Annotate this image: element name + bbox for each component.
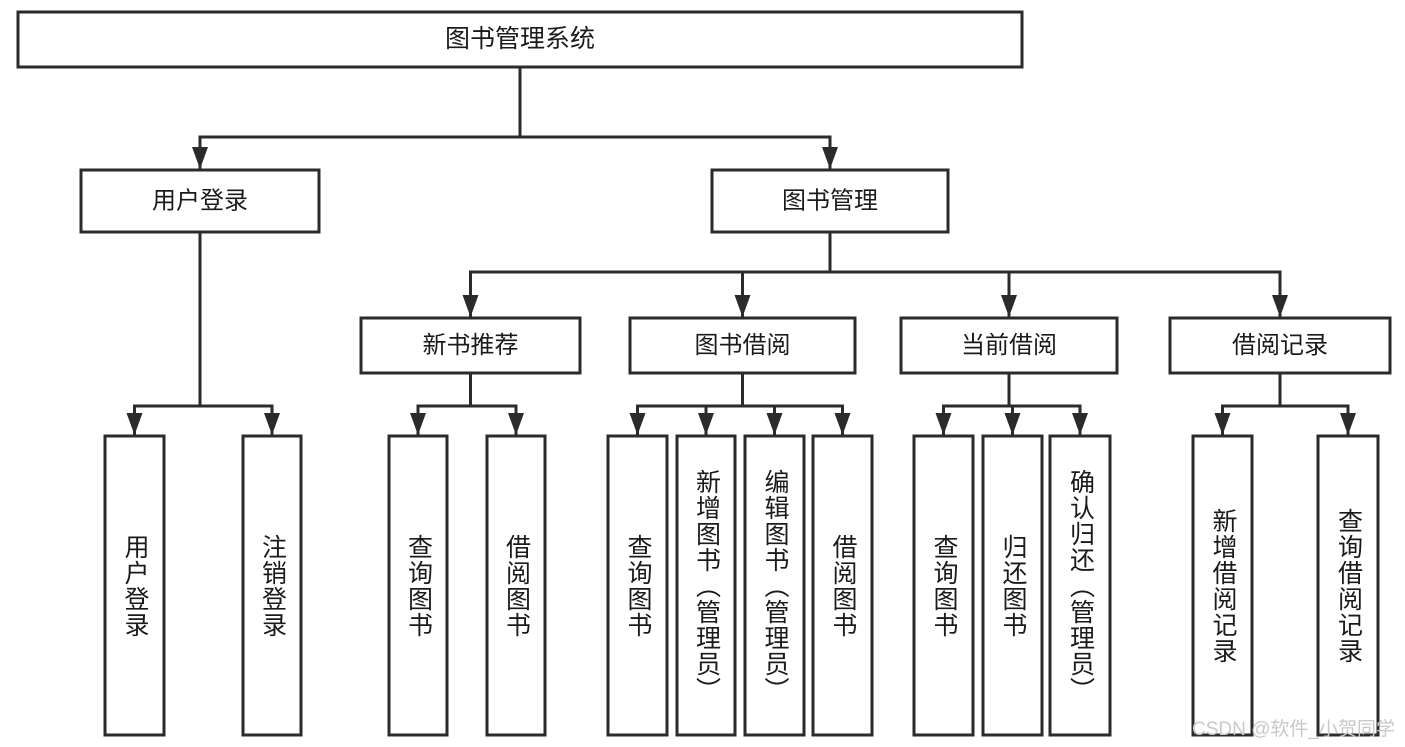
node-book-manage-label: 图书管理 xyxy=(782,187,878,214)
node-book-manage-rect[interactable] xyxy=(710,168,950,234)
connector-book-borrow-to-leaf-borrow-book-2 xyxy=(742,404,844,435)
node-current-borrow-rect[interactable] xyxy=(899,316,1119,375)
node-new-book-rec-rect[interactable] xyxy=(359,316,582,375)
node-user-login[interactable]: 用户登录 xyxy=(79,168,321,234)
node-borrow-record-label: 借阅记录 xyxy=(1232,332,1328,359)
connector-new-book-rec-to-leaf-borrow-book-1 xyxy=(470,404,518,435)
arrow-head-to-leaf-borrow-book-2 xyxy=(834,413,851,435)
connector-borrow-record-to-leaf-query-record xyxy=(1280,404,1350,435)
node-book-borrow-rect[interactable] xyxy=(628,316,857,375)
node-leaf-query-book-1[interactable] xyxy=(387,434,449,737)
arrow-head-to-leaf-borrow-book-1 xyxy=(508,413,524,435)
connector-book-manage-to-current-borrow xyxy=(830,270,1011,317)
connector-borrow-record-to-leaf-add-record xyxy=(1221,404,1280,435)
node-user-login-label: 用户登录 xyxy=(152,187,248,214)
node-book-borrow-label: 图书借阅 xyxy=(695,332,791,359)
arrow-head-to-leaf-query-record xyxy=(1340,413,1356,435)
node-root-rect[interactable] xyxy=(16,10,1024,69)
connector-root-to-user-login xyxy=(198,135,520,169)
node-borrow-record-rect[interactable] xyxy=(1168,316,1392,375)
node-leaf-query-record-rect[interactable] xyxy=(1316,434,1380,737)
node-current-borrow-label: 当前借阅 xyxy=(961,332,1057,359)
node-leaf-confirm-return-rect[interactable] xyxy=(1048,434,1112,737)
connector-book-borrow-to-leaf-add-book xyxy=(704,404,743,435)
arrow-head-to-leaf-confirm-return xyxy=(1072,413,1088,435)
arrow-head-to-leaf-query-book-3 xyxy=(935,413,952,435)
node-leaf-user-login-rect[interactable] xyxy=(103,434,166,737)
arrow-head-to-leaf-query-book-1 xyxy=(410,413,426,435)
node-leaf-query-book-2-rect[interactable] xyxy=(606,434,669,737)
node-book-manage[interactable]: 图书管理 xyxy=(710,168,950,234)
node-leaf-query-book-3[interactable] xyxy=(912,434,975,737)
connector-current-borrow-to-leaf-confirm-return xyxy=(1009,404,1082,435)
arrow-head-to-user-login xyxy=(192,147,208,169)
node-new-book-rec-label: 新书推荐 xyxy=(423,332,519,359)
connector-book-borrow-to-leaf-query-book-2 xyxy=(636,404,743,435)
connector-user-login-to-leaf-logout xyxy=(200,404,274,435)
node-root[interactable]: 图书管理系统 xyxy=(16,10,1024,69)
node-leaf-logout[interactable] xyxy=(241,434,303,737)
node-leaf-borrow-book-1-rect[interactable] xyxy=(485,434,547,737)
node-leaf-query-record[interactable] xyxy=(1316,434,1380,737)
node-user-login-rect[interactable] xyxy=(79,168,321,234)
node-leaf-return-book-rect[interactable] xyxy=(981,434,1044,737)
connector-current-borrow-to-leaf-query-book-3 xyxy=(942,404,1009,435)
node-leaf-query-book-1-rect[interactable] xyxy=(387,434,449,737)
arrow-head-to-leaf-logout xyxy=(264,413,280,435)
node-leaf-borrow-book-2-rect[interactable] xyxy=(811,434,874,737)
node-leaf-edit-book-rect[interactable] xyxy=(743,434,806,737)
arrow-head-to-leaf-query-book-2 xyxy=(629,413,646,435)
arrow-head-to-leaf-user-login xyxy=(126,413,143,435)
node-leaf-borrow-book-2[interactable] xyxy=(811,434,874,737)
node-leaf-user-login[interactable] xyxy=(103,434,166,737)
arrow-head-to-leaf-add-record xyxy=(1214,413,1231,435)
node-leaf-edit-book[interactable] xyxy=(743,434,806,737)
arrow-head-to-book-borrow xyxy=(734,295,751,317)
connector-book-manage-to-new-book-rec xyxy=(469,270,830,317)
arrow-head-to-current-borrow xyxy=(1001,295,1017,317)
node-leaf-add-record[interactable] xyxy=(1191,434,1254,737)
node-leaf-add-record-rect[interactable] xyxy=(1191,434,1254,737)
connector-root-to-book-manage xyxy=(520,135,832,169)
arrow-head-to-leaf-add-book xyxy=(698,413,714,435)
node-leaf-query-book-3-rect[interactable] xyxy=(912,434,975,737)
arrow-head-to-borrow-record xyxy=(1272,295,1288,317)
connector-book-manage-to-borrow-record xyxy=(830,270,1282,317)
node-leaf-borrow-book-1[interactable] xyxy=(485,434,547,737)
connector-book-manage-to-book-borrow xyxy=(741,270,830,317)
node-leaf-logout-rect[interactable] xyxy=(241,434,303,737)
node-leaf-confirm-return[interactable] xyxy=(1048,434,1112,737)
node-current-borrow[interactable]: 当前借阅 xyxy=(899,316,1119,375)
connector-lines xyxy=(126,67,1356,435)
node-book-borrow[interactable]: 图书借阅 xyxy=(628,316,857,375)
node-root-label: 图书管理系统 xyxy=(445,25,595,53)
connector-new-book-rec-to-leaf-query-book-1 xyxy=(416,404,471,435)
node-leaf-query-book-2[interactable] xyxy=(606,434,669,737)
node-leaf-return-book[interactable] xyxy=(981,434,1044,737)
node-leaf-add-book-rect[interactable] xyxy=(675,434,737,737)
arrow-head-to-leaf-return-book xyxy=(1004,413,1021,435)
arrow-head-to-new-book-rec xyxy=(462,295,479,317)
arrow-head-to-leaf-edit-book xyxy=(766,413,783,435)
node-new-book-rec[interactable]: 新书推荐 xyxy=(359,316,582,375)
node-leaf-add-book[interactable] xyxy=(675,434,737,737)
connector-user-login-to-leaf-user-login xyxy=(133,404,200,435)
arrow-head-to-book-manage xyxy=(822,147,838,169)
node-borrow-record[interactable]: 借阅记录 xyxy=(1168,316,1392,375)
watermark-text: CSDN @软件_小贺同学 xyxy=(1192,719,1395,740)
